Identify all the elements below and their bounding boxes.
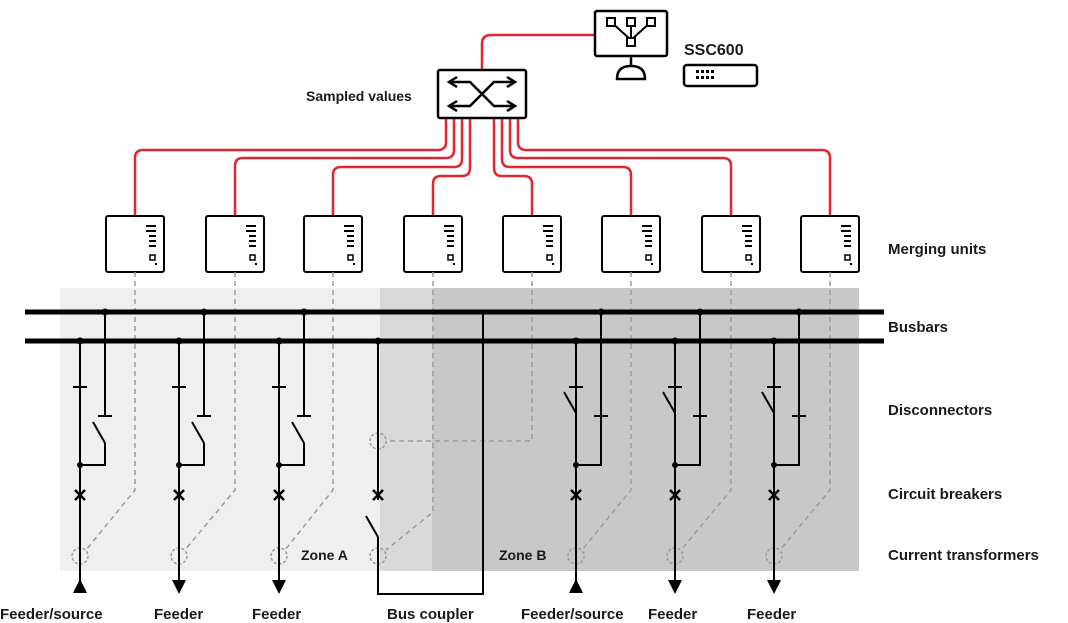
bus-coupler <box>365 314 484 595</box>
workstation-monitor-icon <box>593 9 669 81</box>
merging-unit-icon <box>800 215 860 273</box>
merging-unit-icon <box>205 215 265 273</box>
bay-label: Feeder <box>747 606 796 623</box>
ethernet-link <box>480 33 595 70</box>
circuit-breaker-icon <box>669 489 681 501</box>
source-arrow-icon <box>73 579 87 593</box>
coupler-switch-icon <box>365 515 379 538</box>
ssc600-device-icon <box>682 63 759 88</box>
circuit-breaker-icon <box>372 489 384 501</box>
ct-signal-line <box>184 272 236 551</box>
network-switch-icon <box>436 68 528 120</box>
ct-signal-line <box>284 272 334 551</box>
zone-mid-area <box>380 288 432 571</box>
ct-signal-line <box>779 272 831 551</box>
feeder-bay <box>563 308 608 593</box>
zone-b-label: Zone B <box>499 547 546 563</box>
bay-label: Feeder/source <box>0 606 103 623</box>
current-transformers-label: Current transformers <box>888 547 1039 564</box>
ethernet-links <box>133 33 832 216</box>
ssc600-label: SSC600 <box>684 42 744 59</box>
source-arrow-icon <box>569 579 583 593</box>
circuit-breaker-icon <box>74 489 86 501</box>
ethernet-link <box>492 118 534 216</box>
signal-lines <box>71 272 831 565</box>
bay-label: Feeder <box>648 606 697 623</box>
bay-labels: Feeder/source Feeder Feeder Bus coupler Feed… <box>0 606 796 623</box>
circuit-breaker-icon <box>273 489 285 501</box>
merging-unit-icon <box>601 215 661 273</box>
feeder-arrow-icon <box>172 580 186 594</box>
circuit-breaker-icon <box>173 489 185 501</box>
bays <box>73 308 806 594</box>
feeder-arrow-icon <box>668 580 682 594</box>
feeder-bay <box>272 308 311 594</box>
feeder-bay <box>761 308 806 594</box>
bay-label: Feeder <box>154 606 203 623</box>
ct-signal-line <box>386 272 533 442</box>
bay-label: Bus coupler <box>387 606 474 623</box>
zone-b-area <box>432 288 859 571</box>
feeder-bay <box>172 308 211 594</box>
feeder-bay <box>662 308 707 594</box>
merging-unit-icon <box>403 215 463 273</box>
merging-unit-icon <box>303 215 363 273</box>
circuit-breaker-icon <box>570 489 582 501</box>
ct-signal-line <box>385 272 434 551</box>
feeder-arrow-icon <box>767 580 781 594</box>
ethernet-link <box>516 118 832 216</box>
ethernet-link <box>133 118 448 216</box>
ethernet-link <box>331 118 464 216</box>
ct-signal-line <box>581 272 632 551</box>
merging-unit-icon <box>105 215 165 273</box>
feeder-bay <box>73 308 112 593</box>
ethernet-link <box>508 118 733 216</box>
merging-unit-icon <box>502 215 562 273</box>
bay-label: Feeder/source <box>521 606 624 623</box>
bay-label: Feeder <box>252 606 301 623</box>
circuit-breaker-icon <box>768 489 780 501</box>
ethernet-link <box>500 118 633 216</box>
zone-a-area <box>60 288 380 571</box>
circuit-breakers-label: Circuit breakers <box>888 486 1002 503</box>
disconnectors-label: Disconnectors <box>888 402 992 419</box>
ct-signal-line <box>680 272 732 551</box>
feeder-arrow-icon <box>272 580 286 594</box>
merging-units-label: Merging units <box>888 241 986 258</box>
merging-unit-icon <box>701 215 761 273</box>
ethernet-link <box>431 118 472 216</box>
busbars-label: Busbars <box>888 319 948 336</box>
ethernet-link <box>233 118 456 216</box>
zone-a-label: Zone A <box>301 547 348 563</box>
ct-signal-line <box>85 272 136 551</box>
merging-units <box>105 215 860 273</box>
sampled-values-label: Sampled values <box>306 88 412 104</box>
